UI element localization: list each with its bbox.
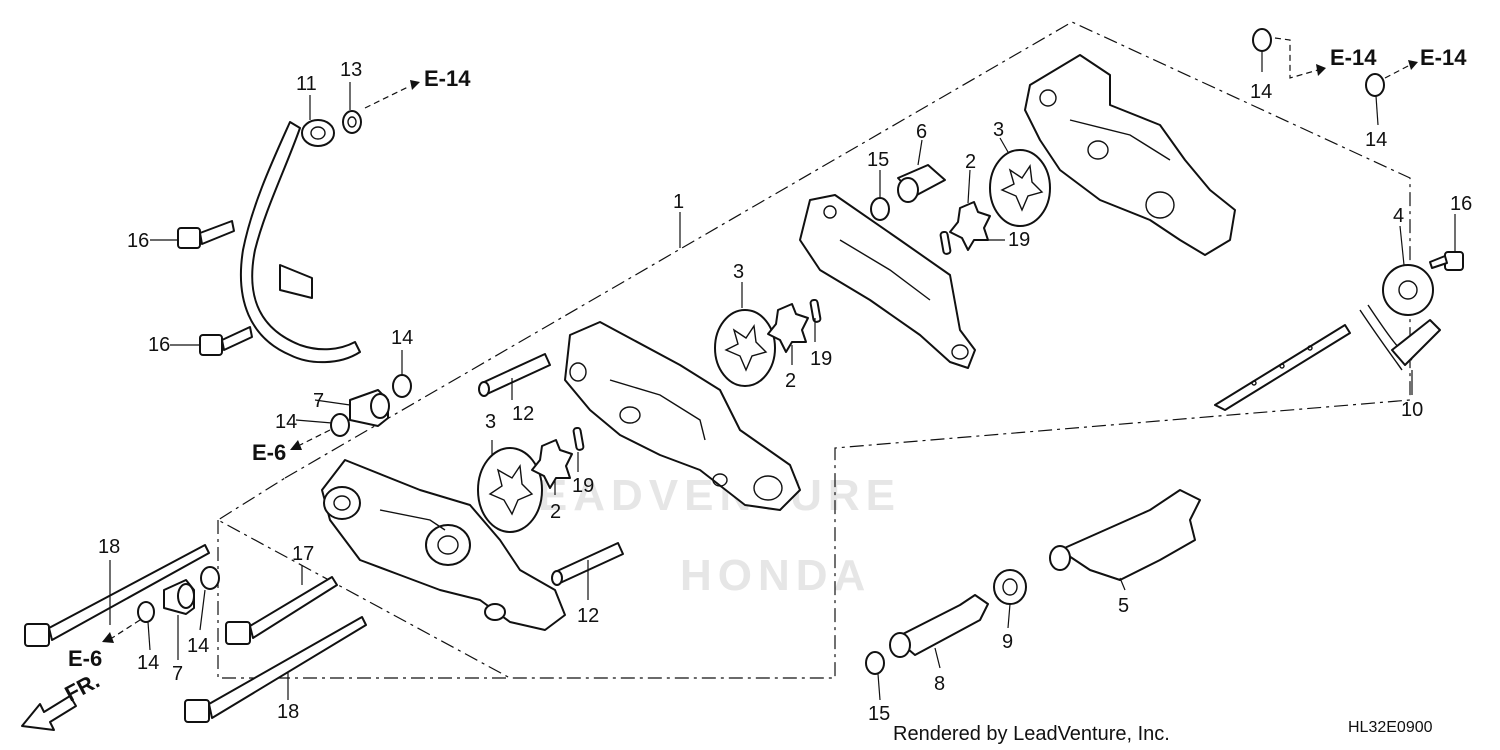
bolt-part-18-lower: [184, 616, 367, 723]
callout-2: 2: [965, 151, 976, 173]
washer-part-14-e: [1252, 28, 1272, 52]
callout-13: 13: [340, 59, 362, 81]
o-ring-part-13: [342, 110, 362, 134]
washer-part-14-c: [200, 566, 220, 590]
collar-part-7-upper: [349, 389, 390, 427]
callout-3: 3: [733, 261, 744, 283]
callout-7: 7: [172, 663, 183, 685]
leader-lines: [109, 51, 1456, 701]
seal-part-9: [993, 569, 1027, 605]
callout-16: 16: [127, 230, 149, 252]
watermark-line2: HONDA: [680, 551, 871, 600]
sprocket-part-4: [1382, 264, 1434, 316]
callout-15: 15: [867, 149, 889, 171]
inner-rotor-part-2-upper: [949, 201, 991, 251]
callout-19: 19: [1008, 229, 1030, 251]
ref-e14: E-14: [1330, 45, 1377, 70]
front-direction-arrow-icon: [21, 695, 77, 731]
chain-guide: [1214, 324, 1351, 411]
oil-pump-assembly-outline: [216, 21, 1411, 679]
callout-18: 18: [277, 701, 299, 723]
callout-3: 3: [485, 411, 496, 433]
callout-11: 11: [296, 73, 317, 95]
ref-e6: E-6: [252, 440, 286, 465]
callout-19: 19: [810, 348, 832, 370]
callout-12: 12: [512, 403, 534, 425]
callout-10: 10: [1401, 399, 1423, 421]
callout-14: 14: [391, 327, 413, 349]
pin-part-19-middle: [809, 298, 822, 323]
callout-1: 1: [673, 191, 684, 213]
shaft-collar-part-6: [897, 164, 946, 203]
callout-16: 16: [1450, 193, 1472, 215]
bolt-part-16-upper: [177, 220, 235, 249]
watermark-line1: LEADVENTURE: [505, 471, 901, 520]
outer-rotor-part-3-upper: [989, 149, 1051, 227]
callout-8: 8: [934, 673, 945, 695]
render-credit: Rendered by LeadVenture, Inc.: [893, 723, 1170, 745]
ref-e14: E-14: [424, 66, 471, 91]
callout-14: 14: [137, 652, 159, 674]
separator-plate: [799, 194, 976, 369]
callout-2: 2: [550, 501, 561, 523]
washer-part-14-b: [330, 413, 350, 437]
callout-4: 4: [1393, 205, 1404, 227]
washer-part-15-upper: [870, 197, 890, 221]
callout-6: 6: [916, 121, 927, 143]
ref-e14: E-14: [1420, 45, 1467, 70]
callout-15: 15: [868, 703, 890, 725]
pump-body-lower: [321, 459, 566, 631]
oil-pipe-part-8: [889, 594, 989, 658]
pump-housing-middle: [564, 321, 801, 511]
callout-14: 14: [187, 635, 209, 657]
callout-2: 2: [785, 370, 796, 392]
washer-part-14-d: [137, 601, 155, 623]
callout-14: 14: [275, 411, 297, 433]
pump-housing-top: [1024, 54, 1236, 256]
dowel-pin-part-12-lower: [551, 542, 624, 586]
callout-3: 3: [993, 119, 1004, 141]
ref-e6: E-6: [68, 646, 102, 671]
collar-part-7-lower: [163, 579, 195, 615]
outer-rotor-part-3-lower: [477, 447, 543, 533]
callout-5: 5: [1118, 595, 1129, 617]
washer-part-14-a: [392, 374, 412, 398]
callout-7: 7: [313, 390, 324, 412]
callout-14: 14: [1250, 81, 1272, 103]
callout-19: 19: [572, 475, 594, 497]
callout-18: 18: [98, 536, 120, 558]
reference-labels: E-14 E-14 E-14 E-6 E-6: [68, 45, 1467, 671]
oil-pipe-part-11: [239, 119, 361, 364]
drive-chain-part-10: [1359, 304, 1441, 371]
callout-12: 12: [577, 605, 599, 627]
diagram-code: HL32E0900: [1348, 719, 1433, 736]
callout-9: 9: [1002, 631, 1013, 653]
dowel-pin-part-12-upper: [478, 353, 551, 397]
bolt-part-18-upper: [24, 544, 210, 647]
bolt-part-16-lower: [199, 326, 253, 356]
washer-part-14-f: [1365, 73, 1385, 97]
pin-part-19-lower: [572, 426, 585, 451]
inner-rotor-part-2-middle: [767, 303, 809, 353]
sub-assembly-outline: [217, 520, 510, 679]
callout-17: 17: [292, 543, 314, 565]
callout-14: 14: [1365, 129, 1387, 151]
reference-arrows: [102, 37, 1418, 643]
oil-strainer-part-5: [1049, 489, 1201, 581]
washer-part-15-lower: [865, 651, 885, 675]
bolt-part-16-sprocket: [1429, 251, 1464, 271]
inner-rotor-part-2-lower: [531, 439, 573, 489]
outer-rotor-part-3-middle: [714, 309, 776, 387]
callout-16: 16: [148, 334, 170, 356]
bolt-part-17: [225, 576, 338, 645]
pin-part-19-upper: [939, 230, 952, 255]
callout-labels: 1 2 2 2 3 3 3 4 5 6 7 7 8 9 10 11 12 12 …: [98, 59, 1472, 725]
